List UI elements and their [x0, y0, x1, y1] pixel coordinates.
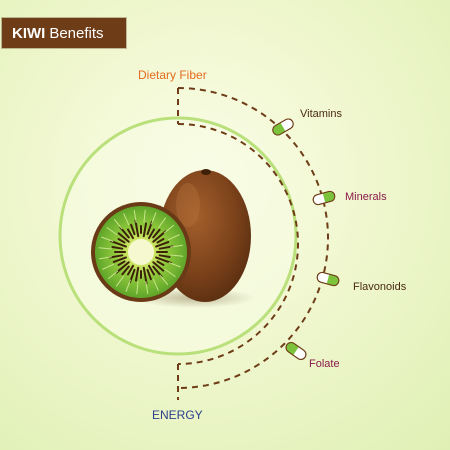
kiwi-flesh-ray — [125, 279, 131, 292]
dietary-fiber-label: Dietary Fiber — [138, 68, 207, 82]
title-bold: KIWI — [12, 24, 46, 42]
outer-dashed-arc — [177, 87, 329, 389]
capsule-icon-vitamins — [272, 118, 294, 136]
kiwi-seed — [134, 219, 140, 238]
kiwi-seed — [142, 222, 148, 238]
kiwi-seed — [155, 256, 173, 264]
kiwi-flesh-ray — [143, 209, 146, 223]
kiwi-flesh-ray — [151, 212, 157, 225]
kiwi-seed — [111, 245, 124, 250]
kiwi-seed — [121, 265, 130, 276]
kiwi-seed — [127, 264, 134, 276]
kiwi-flesh-ray — [113, 218, 123, 230]
kiwi-flesh-ray — [101, 236, 114, 242]
kiwi-flesh-ray — [167, 234, 180, 241]
kiwi-flesh-ray — [123, 213, 130, 226]
kiwi-flesh-ray — [170, 244, 183, 248]
capsule-icon-flavonoids — [316, 271, 340, 287]
kiwi-flesh-ray — [133, 210, 137, 223]
kiwi-flesh-ray — [152, 278, 159, 291]
kiwi-flesh-ray — [98, 247, 112, 250]
energy-label: ENERGY — [152, 408, 203, 422]
kiwi-seed — [142, 266, 148, 285]
kiwi-seed — [148, 228, 155, 240]
kiwi-seed — [130, 223, 136, 236]
capsule-icon-folate — [285, 342, 307, 360]
kiwi-flesh-ray — [168, 262, 181, 268]
kiwi-seed — [148, 264, 155, 276]
folate-label: Folate — [309, 358, 340, 370]
minerals-label: Minerals — [345, 191, 387, 203]
kiwi-seed — [115, 261, 130, 274]
kiwi-seed — [152, 228, 161, 239]
title-rest: Benefits — [49, 24, 104, 42]
kiwi-flesh-ray — [170, 254, 184, 257]
kiwi-half-icon — [91, 202, 191, 302]
kiwi-seed — [146, 268, 152, 281]
kiwi-seed — [134, 266, 140, 282]
kiwi-seed — [152, 261, 165, 272]
kiwi-seed — [152, 230, 167, 243]
kiwi-flesh-ray — [164, 269, 176, 278]
kiwi-seed — [156, 260, 165, 266]
kiwi-flesh-ray — [159, 274, 169, 286]
kiwi-seed — [112, 256, 127, 263]
kiwi-flesh-ray — [136, 281, 139, 295]
kiwi-seed — [117, 260, 126, 266]
kiwi-flesh-ray — [158, 217, 167, 229]
kiwi-seed — [109, 240, 127, 248]
kiwi-flesh-ray — [163, 224, 175, 234]
kiwi-seed — [117, 232, 130, 243]
flavonoids-label: Flavonoids — [353, 281, 407, 293]
kiwi-seed — [127, 228, 134, 240]
kiwi-seed — [155, 241, 170, 248]
kiwi-flesh-ray — [115, 275, 124, 287]
kiwi-seed — [158, 254, 171, 259]
inner-dashed-arc — [177, 123, 299, 365]
kiwi-flesh-ray — [106, 226, 118, 235]
kiwi-seed — [156, 238, 165, 244]
title-badge: KIWI Benefits — [2, 18, 126, 48]
kiwi-seed — [117, 238, 126, 244]
vitamins-label: Vitamins — [300, 108, 342, 120]
kiwi-flesh-ray — [99, 256, 112, 260]
capsule-icon-minerals — [312, 190, 336, 206]
kiwi-flesh-ray — [145, 281, 149, 294]
kiwi-flesh-ray — [102, 263, 115, 270]
kiwi-flesh-ray — [107, 270, 119, 280]
